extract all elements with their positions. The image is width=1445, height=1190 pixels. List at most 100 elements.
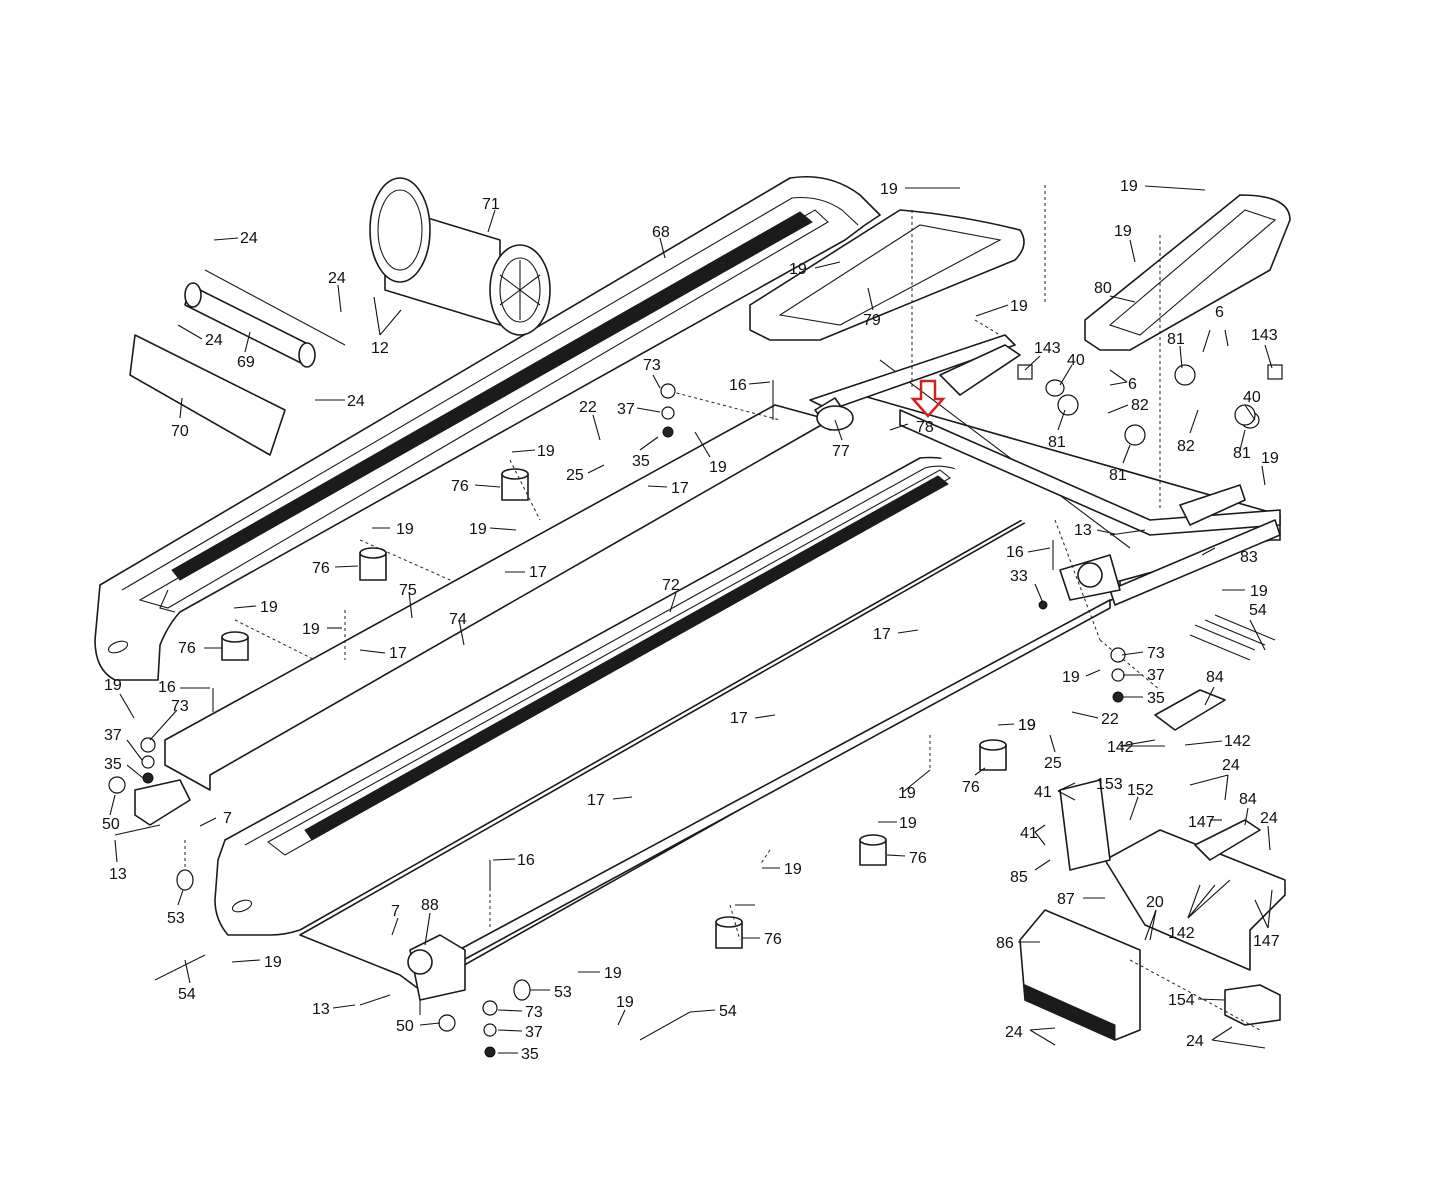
part-label: 83 xyxy=(1240,549,1258,566)
part-label: 147 xyxy=(1253,933,1280,950)
part-label: 84 xyxy=(1239,791,1257,808)
part-label: 19 xyxy=(1250,583,1268,600)
part-label: 73 xyxy=(525,1004,543,1021)
isolators-76 xyxy=(221,468,1007,949)
part-label: 71 xyxy=(482,196,500,213)
part-label: 143 xyxy=(1251,327,1278,344)
part-label: 17 xyxy=(873,626,891,643)
right-side-rail-72 xyxy=(214,456,1024,936)
part-label: 142 xyxy=(1168,925,1195,942)
part-label: 19 xyxy=(302,621,320,638)
frame-panels-79-80 xyxy=(749,194,1291,351)
part-label: 19 xyxy=(537,443,555,460)
part-label: 88 xyxy=(421,897,439,914)
part-label: 35 xyxy=(632,453,650,470)
part-label: 76 xyxy=(178,640,196,657)
part-label: 22 xyxy=(579,399,597,416)
part-label: 19 xyxy=(469,521,487,538)
part-label: 17 xyxy=(730,710,748,727)
part-label: 82 xyxy=(1131,397,1149,414)
part-label: 69 xyxy=(237,354,255,371)
part-label: 147 xyxy=(1188,814,1215,831)
part-label: 81 xyxy=(1048,434,1066,451)
part-label: 13 xyxy=(1074,522,1092,539)
part-label: 84 xyxy=(1206,669,1224,686)
part-label: 16 xyxy=(729,377,747,394)
part-label: 17 xyxy=(529,564,547,581)
part-label: 35 xyxy=(1147,690,1165,707)
part-label: 86 xyxy=(996,935,1014,952)
part-label: 142 xyxy=(1224,733,1251,750)
part-label: 19 xyxy=(104,677,122,694)
part-label: 81 xyxy=(1167,331,1185,348)
part-label: 24 xyxy=(1260,810,1278,827)
part-label: 73 xyxy=(171,698,189,715)
part-label: 41 xyxy=(1020,825,1038,842)
part-label: 76 xyxy=(312,560,330,577)
part-label: 35 xyxy=(104,756,122,773)
part-label: 24 xyxy=(240,230,258,247)
part-label: 24 xyxy=(1186,1033,1204,1050)
part-label: 19 xyxy=(880,181,898,198)
part-label: 12 xyxy=(371,340,389,357)
part-label: 37 xyxy=(1147,667,1165,684)
part-label: 6 xyxy=(1128,376,1137,393)
part-label: 20 xyxy=(1146,894,1164,911)
part-labels: 71 68 24 24 24 24 69 12 70 19 19 79 19 1… xyxy=(102,178,1280,1063)
part-label: 85 xyxy=(1010,869,1028,886)
part-label: 24 xyxy=(205,332,223,349)
part-label: 53 xyxy=(167,910,185,927)
part-label: 72 xyxy=(662,577,680,594)
part-label: 19 xyxy=(898,785,916,802)
part-label: 24 xyxy=(1222,757,1240,774)
part-label: 54 xyxy=(1249,602,1267,619)
motor-68 xyxy=(369,177,551,336)
part-label: 24 xyxy=(1005,1024,1023,1041)
front-roller-brackets xyxy=(134,397,1121,1001)
part-label: 76 xyxy=(962,779,980,796)
part-label: 19 xyxy=(264,954,282,971)
part-label: 13 xyxy=(312,1001,330,1018)
part-label: 19 xyxy=(396,521,414,538)
part-label: 54 xyxy=(719,1003,737,1020)
part-label: 17 xyxy=(389,645,407,662)
part-label: 152 xyxy=(1127,782,1154,799)
part-label: 17 xyxy=(587,792,605,809)
part-label: 7 xyxy=(223,810,232,827)
part-label: 19 xyxy=(1261,450,1279,467)
part-label: 19 xyxy=(1114,223,1132,240)
part-label: 19 xyxy=(1018,717,1036,734)
part-label: 19 xyxy=(709,459,727,476)
part-label: 19 xyxy=(260,599,278,616)
alignment-lines xyxy=(184,185,1261,1031)
part-label: 16 xyxy=(517,852,535,869)
part-label: 24 xyxy=(328,270,346,287)
part-label: 41 xyxy=(1034,784,1052,801)
part-label: 24 xyxy=(347,393,365,410)
part-label: 33 xyxy=(1010,568,1028,585)
part-label: 153 xyxy=(1096,776,1123,793)
part-label: 78 xyxy=(916,419,934,436)
part-label: 7 xyxy=(391,903,400,920)
part-label: 74 xyxy=(449,611,467,628)
part-label: 25 xyxy=(566,467,584,484)
part-label: 17 xyxy=(671,480,689,497)
part-label: 37 xyxy=(525,1024,543,1041)
part-label: 19 xyxy=(1120,178,1138,195)
part-label: 154 xyxy=(1168,992,1195,1009)
part-label: 87 xyxy=(1057,891,1075,908)
part-label: 76 xyxy=(451,478,469,495)
hardware xyxy=(108,364,1283,1058)
part-label: 6 xyxy=(1215,304,1224,321)
part-label: 35 xyxy=(521,1046,539,1063)
left-side-rail-71 xyxy=(94,175,881,681)
part-label: 76 xyxy=(909,850,927,867)
part-label: 73 xyxy=(1147,645,1165,662)
part-label: 73 xyxy=(643,357,661,374)
part-label: 19 xyxy=(789,261,807,278)
part-label: 81 xyxy=(1233,445,1251,462)
part-label: 142 xyxy=(1107,739,1134,756)
part-label: 76 xyxy=(764,931,782,948)
highlight-arrow-icon xyxy=(910,379,946,418)
